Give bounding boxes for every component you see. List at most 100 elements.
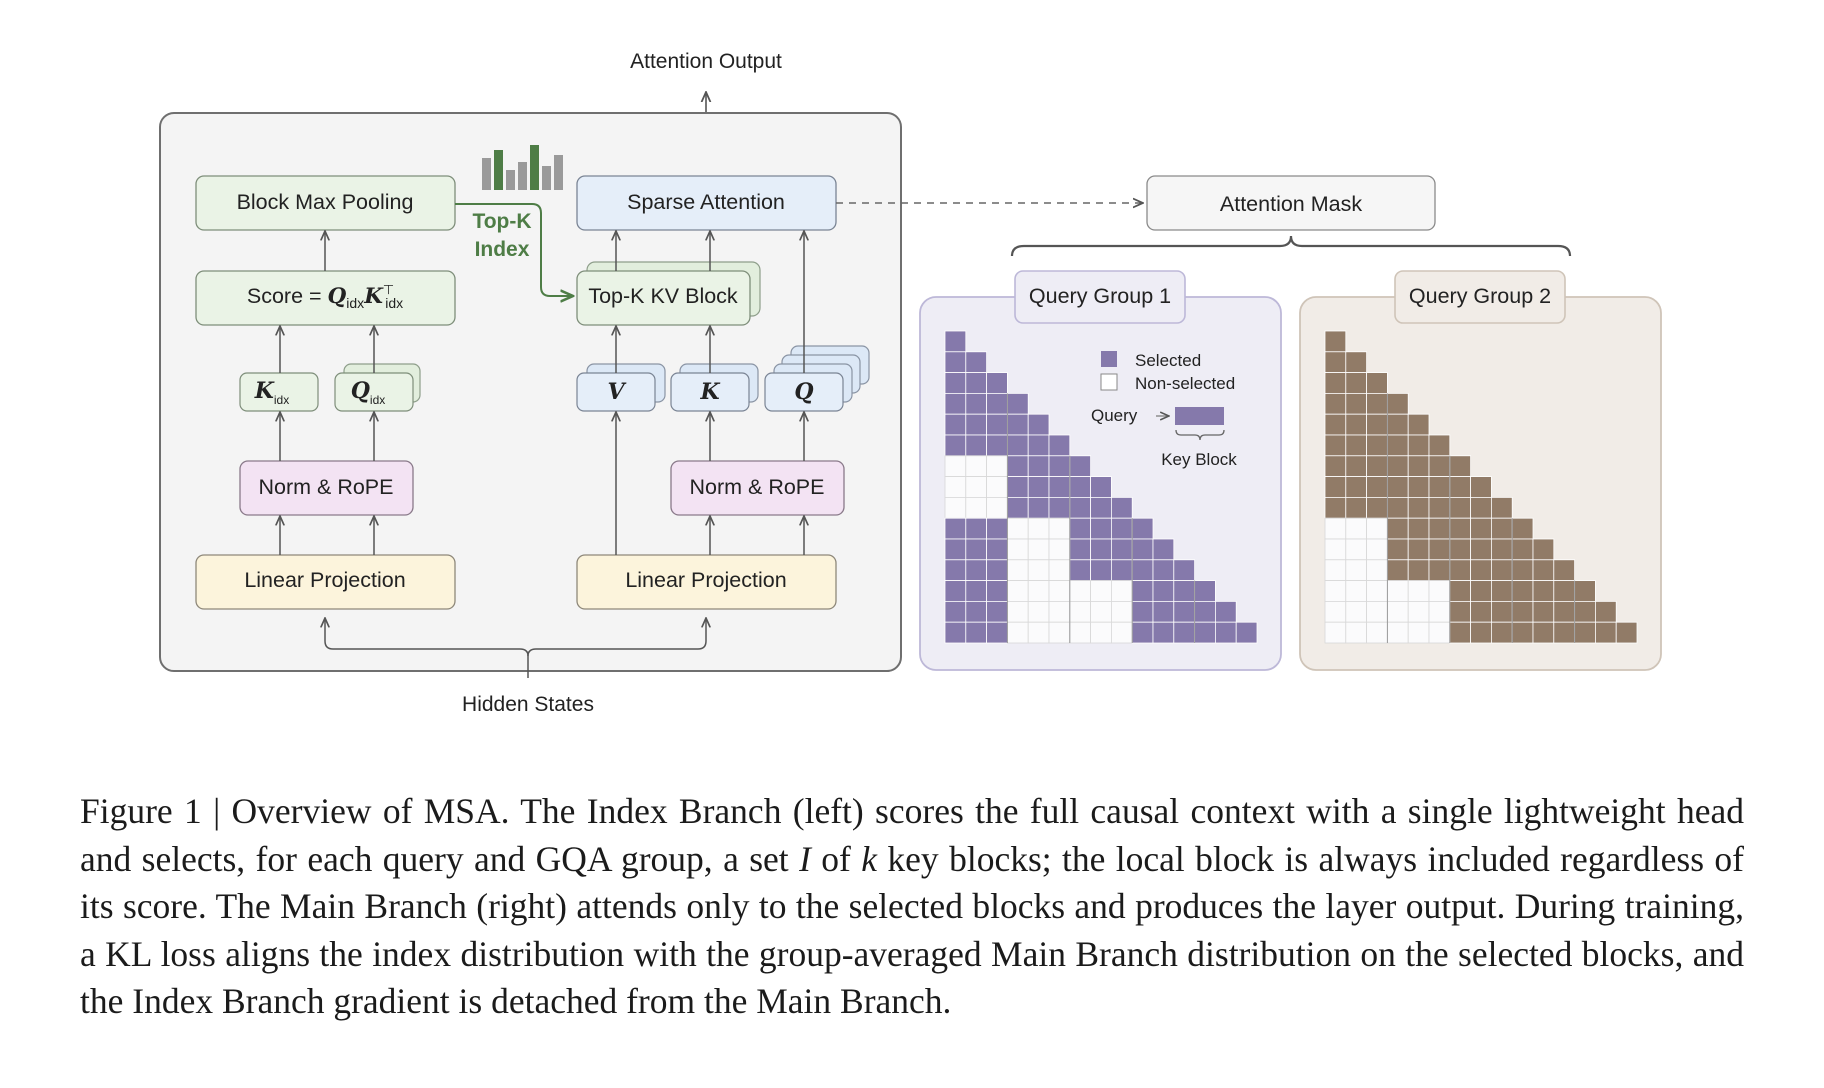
mask-cell-selected [1449,455,1472,477]
mask-cell-non-selected [1007,601,1029,623]
mask-cell-non-selected [1007,559,1029,581]
mask-cell-selected [1407,476,1430,498]
mask-cell-selected [1194,621,1216,644]
mask-cell-selected [1532,621,1555,644]
topk-index-label-line1: Top-K [472,210,531,233]
hidden-states-bracket [325,618,529,678]
mask-cell-non-selected [1027,517,1050,540]
mask-cell-selected [1007,496,1029,519]
mask-cell-selected [1574,601,1596,623]
mask-cell-selected [965,621,987,644]
mask-cell-non-selected [1345,601,1368,623]
mask-cell-selected [1511,517,1534,540]
mask-cell-selected [1215,621,1237,644]
mask-cell-selected [1491,496,1513,519]
mask-cell-selected [1069,455,1092,477]
main-norm-rope-label: Norm & RoPE [689,475,824,499]
topk-index-arrow [455,203,573,296]
score-prefix: Score = [247,284,328,308]
index-norm-rope-box [239,460,414,516]
mask-cell-non-selected [1407,601,1430,623]
mask-cell-selected [1324,413,1347,436]
legend-key-block-brace [1175,429,1225,441]
mask-cell-selected [1470,496,1492,519]
mask-cell-selected [1069,496,1092,519]
mask-cell-non-selected [1345,580,1368,602]
mask-cell-selected [1407,455,1430,477]
mask-cell-selected [1324,372,1347,394]
mask-cell-selected [986,538,1008,561]
mask-cell-non-selected [1387,601,1409,623]
mask-cell-selected [1027,496,1050,519]
mask-cell-selected [944,372,967,394]
mask-cell-selected [1366,434,1388,457]
mask-cell-selected [1173,580,1196,602]
mask-cell-selected [986,601,1008,623]
mask-cell-selected [1553,601,1576,623]
mask-cell-selected [1027,476,1050,498]
mask-cell-selected [1491,559,1513,581]
mask-cell-selected [1007,413,1029,436]
mask-cell-selected [1366,455,1388,477]
mask-cell-selected [1131,517,1154,540]
mask-cell-selected [1428,517,1451,540]
caption-part1: Figure 1 | Overview of MSA. The Index Br… [80,791,1744,879]
attention-output-label: Attention Output [630,50,782,73]
mask-cell-selected [1007,455,1029,477]
v-label: V [607,379,626,405]
mask-cell-selected [1532,559,1555,581]
mask-cell-selected [944,580,967,602]
query-group-1-mask-grid [944,330,1258,644]
mask-cell-selected [986,580,1008,602]
legend-non-selected-label: Non-selected [1135,374,1235,393]
mask-cell-selected [1345,413,1368,436]
block-max-pooling-label: Block Max Pooling [237,190,414,214]
mask-cell-non-selected [1027,621,1050,644]
mask-cell-selected [1491,580,1513,602]
mask-cell-non-selected [1387,621,1409,644]
legend-key-block-swatch [1175,407,1224,425]
mask-cell-selected [1407,434,1430,457]
mask-cell-selected [986,372,1008,394]
mask-cell-selected [1090,538,1112,561]
mask-cell-selected [1387,517,1409,540]
mask-cell-selected [1048,496,1071,519]
mask-cell-selected [965,392,987,415]
mask-cell-non-selected [1027,601,1050,623]
topk-kv-block-box [576,270,751,326]
mask-cell-selected [1407,559,1430,581]
mask-cell-selected [1491,538,1513,561]
mask-cell-selected [1324,476,1347,498]
mask-cell-selected [1069,559,1092,581]
mask-brace [1010,235,1572,257]
score-k-sub: idx [385,295,403,311]
mask-cell-selected [1532,538,1555,561]
mask-cell-selected [1111,496,1133,519]
mask-cell-selected [1324,434,1347,457]
mask-cell-selected [1511,580,1534,602]
query-group-2-mask-grid [1324,330,1638,644]
mask-cell-non-selected [1324,580,1347,602]
mask-cell-non-selected [944,496,967,519]
mask-cell-selected [1090,559,1112,581]
mask-cell-non-selected [1324,621,1347,644]
mask-cell-non-selected [1090,621,1112,644]
mask-cell-non-selected [944,455,967,477]
mask-cell-non-selected [965,496,987,519]
k-label: K [699,379,720,405]
mask-cell-selected [1345,351,1368,373]
mask-cell-selected [1511,601,1534,623]
mask-cell-selected [944,538,967,561]
mask-cell-selected [1449,580,1472,602]
mask-cell-selected [1574,621,1596,644]
mask-cell-selected [1428,434,1451,457]
mask-cell-selected [1595,601,1617,623]
mask-cell-non-selected [1324,517,1347,540]
mask-cell-selected [944,601,967,623]
mask-cell-non-selected [1407,621,1430,644]
mask-cell-selected [1470,559,1492,581]
mask-cell-non-selected [1027,538,1050,561]
score-k-sup: ⊤ [383,282,394,297]
mask-cell-non-selected [1111,580,1133,602]
main-norm-rope-box [670,460,845,516]
